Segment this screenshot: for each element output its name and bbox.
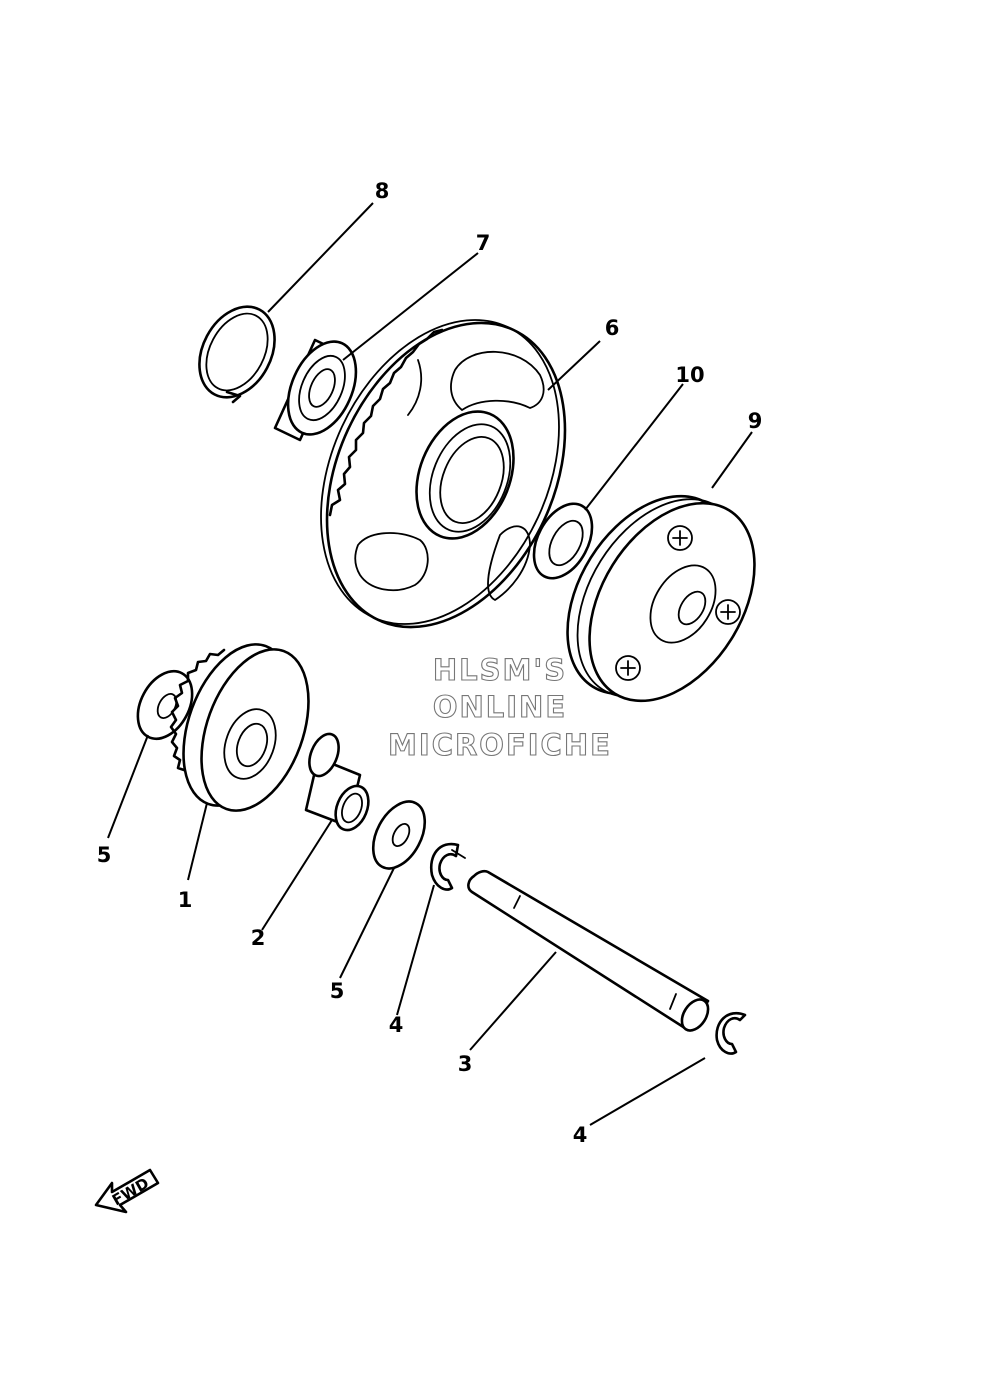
callout-5-left: 5 [97,843,112,867]
callout-7: 7 [476,231,491,255]
part-7-bearing[interactable] [273,331,370,445]
part-5-washer-middle[interactable] [363,793,436,877]
watermark-line-3: MICROFICHE [388,728,612,762]
callout-4-upper: 4 [389,1013,404,1037]
callout-6: 6 [605,316,620,340]
part-6-starter-wheel-gear[interactable] [274,281,611,665]
watermark: HLSM'S ONLINE MICROFICHE [388,652,612,762]
callout-3: 3 [458,1052,473,1076]
part-10-washer[interactable] [522,494,604,588]
watermark-line-2: ONLINE [433,690,567,724]
screw-icon [667,525,693,551]
callout-8: 8 [375,179,390,203]
part-2-bush[interactable] [304,730,375,835]
part-3-shaft[interactable] [467,869,713,1035]
callout-9: 9 [748,409,763,433]
part-4-e-clip-lower[interactable] [715,1012,747,1055]
screw-icon [715,599,741,625]
callout-2: 2 [251,926,266,950]
callout-5-middle: 5 [330,979,345,1003]
part-9-clutch-assembly[interactable] [533,466,788,730]
fwd-label: FWD [109,1174,152,1209]
leader-lines [107,202,753,1126]
fwd-arrow-icon: FWD [94,1168,160,1214]
watermark-line-1: HLSM'S [433,653,567,687]
part-1-idler-gear[interactable] [163,630,329,826]
callout-labels: 8 7 6 10 9 5 1 2 5 4 3 4 [97,179,763,1147]
callout-10: 10 [675,363,704,387]
callout-4-lower: 4 [573,1123,588,1147]
screw-icon [615,655,641,681]
part-4-e-clip-upper[interactable] [429,842,466,891]
part-8-circlip[interactable] [184,294,289,411]
callout-1: 1 [178,888,193,912]
